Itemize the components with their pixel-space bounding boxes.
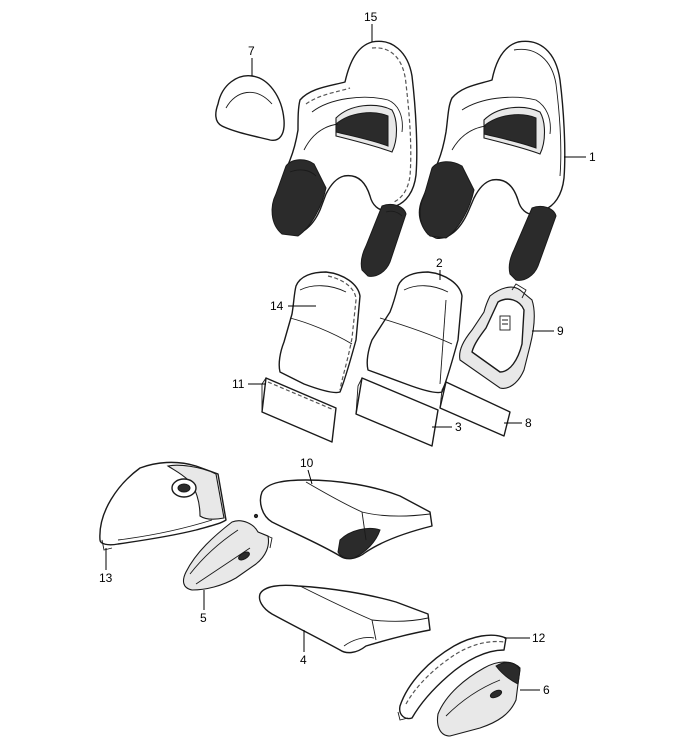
callout-15: 15: [364, 10, 378, 24]
part-6-side-panel: [436, 661, 521, 737]
part-13-side-bolster: [99, 461, 227, 551]
part-5-side-bracket: [182, 520, 273, 591]
callout-4: 4: [300, 653, 307, 667]
part-7-headrest-pad: [215, 75, 285, 141]
part-12-side-trim: [397, 634, 507, 721]
part-2-backrest-cushion: [366, 271, 463, 394]
leader-lines: [105, 24, 586, 691]
part-10-seat-cushion: [253, 479, 433, 560]
callout-3: 3: [455, 420, 462, 434]
callout-14: 14: [270, 299, 284, 313]
callout-labels: 15 7 1 2 14 9 11 3 8 10 13 5 4 12 6: [99, 10, 596, 697]
part-9-backrest-shell: [459, 283, 535, 389]
part-1-backrest: [418, 40, 566, 281]
callout-5: 5: [200, 611, 207, 625]
callout-1: 1: [589, 150, 596, 164]
callout-9: 9: [557, 324, 564, 338]
callout-7: 7: [248, 44, 255, 58]
callout-12: 12: [532, 631, 546, 645]
part-14-backrest-cushion: [278, 271, 361, 394]
part-15-backrest-cover: [271, 40, 418, 277]
callout-11: 11: [232, 377, 245, 391]
part-3-lumbar-pad: [355, 377, 439, 447]
callout-13: 13: [99, 571, 113, 585]
callout-8: 8: [525, 416, 532, 430]
callout-6: 6: [543, 683, 550, 697]
part-8-lumbar-pad: [439, 381, 511, 437]
leader-10: [307, 469, 313, 485]
callout-2: 2: [436, 256, 443, 270]
part-4-seat-cushion: [258, 584, 431, 654]
callout-10: 10: [300, 456, 314, 470]
